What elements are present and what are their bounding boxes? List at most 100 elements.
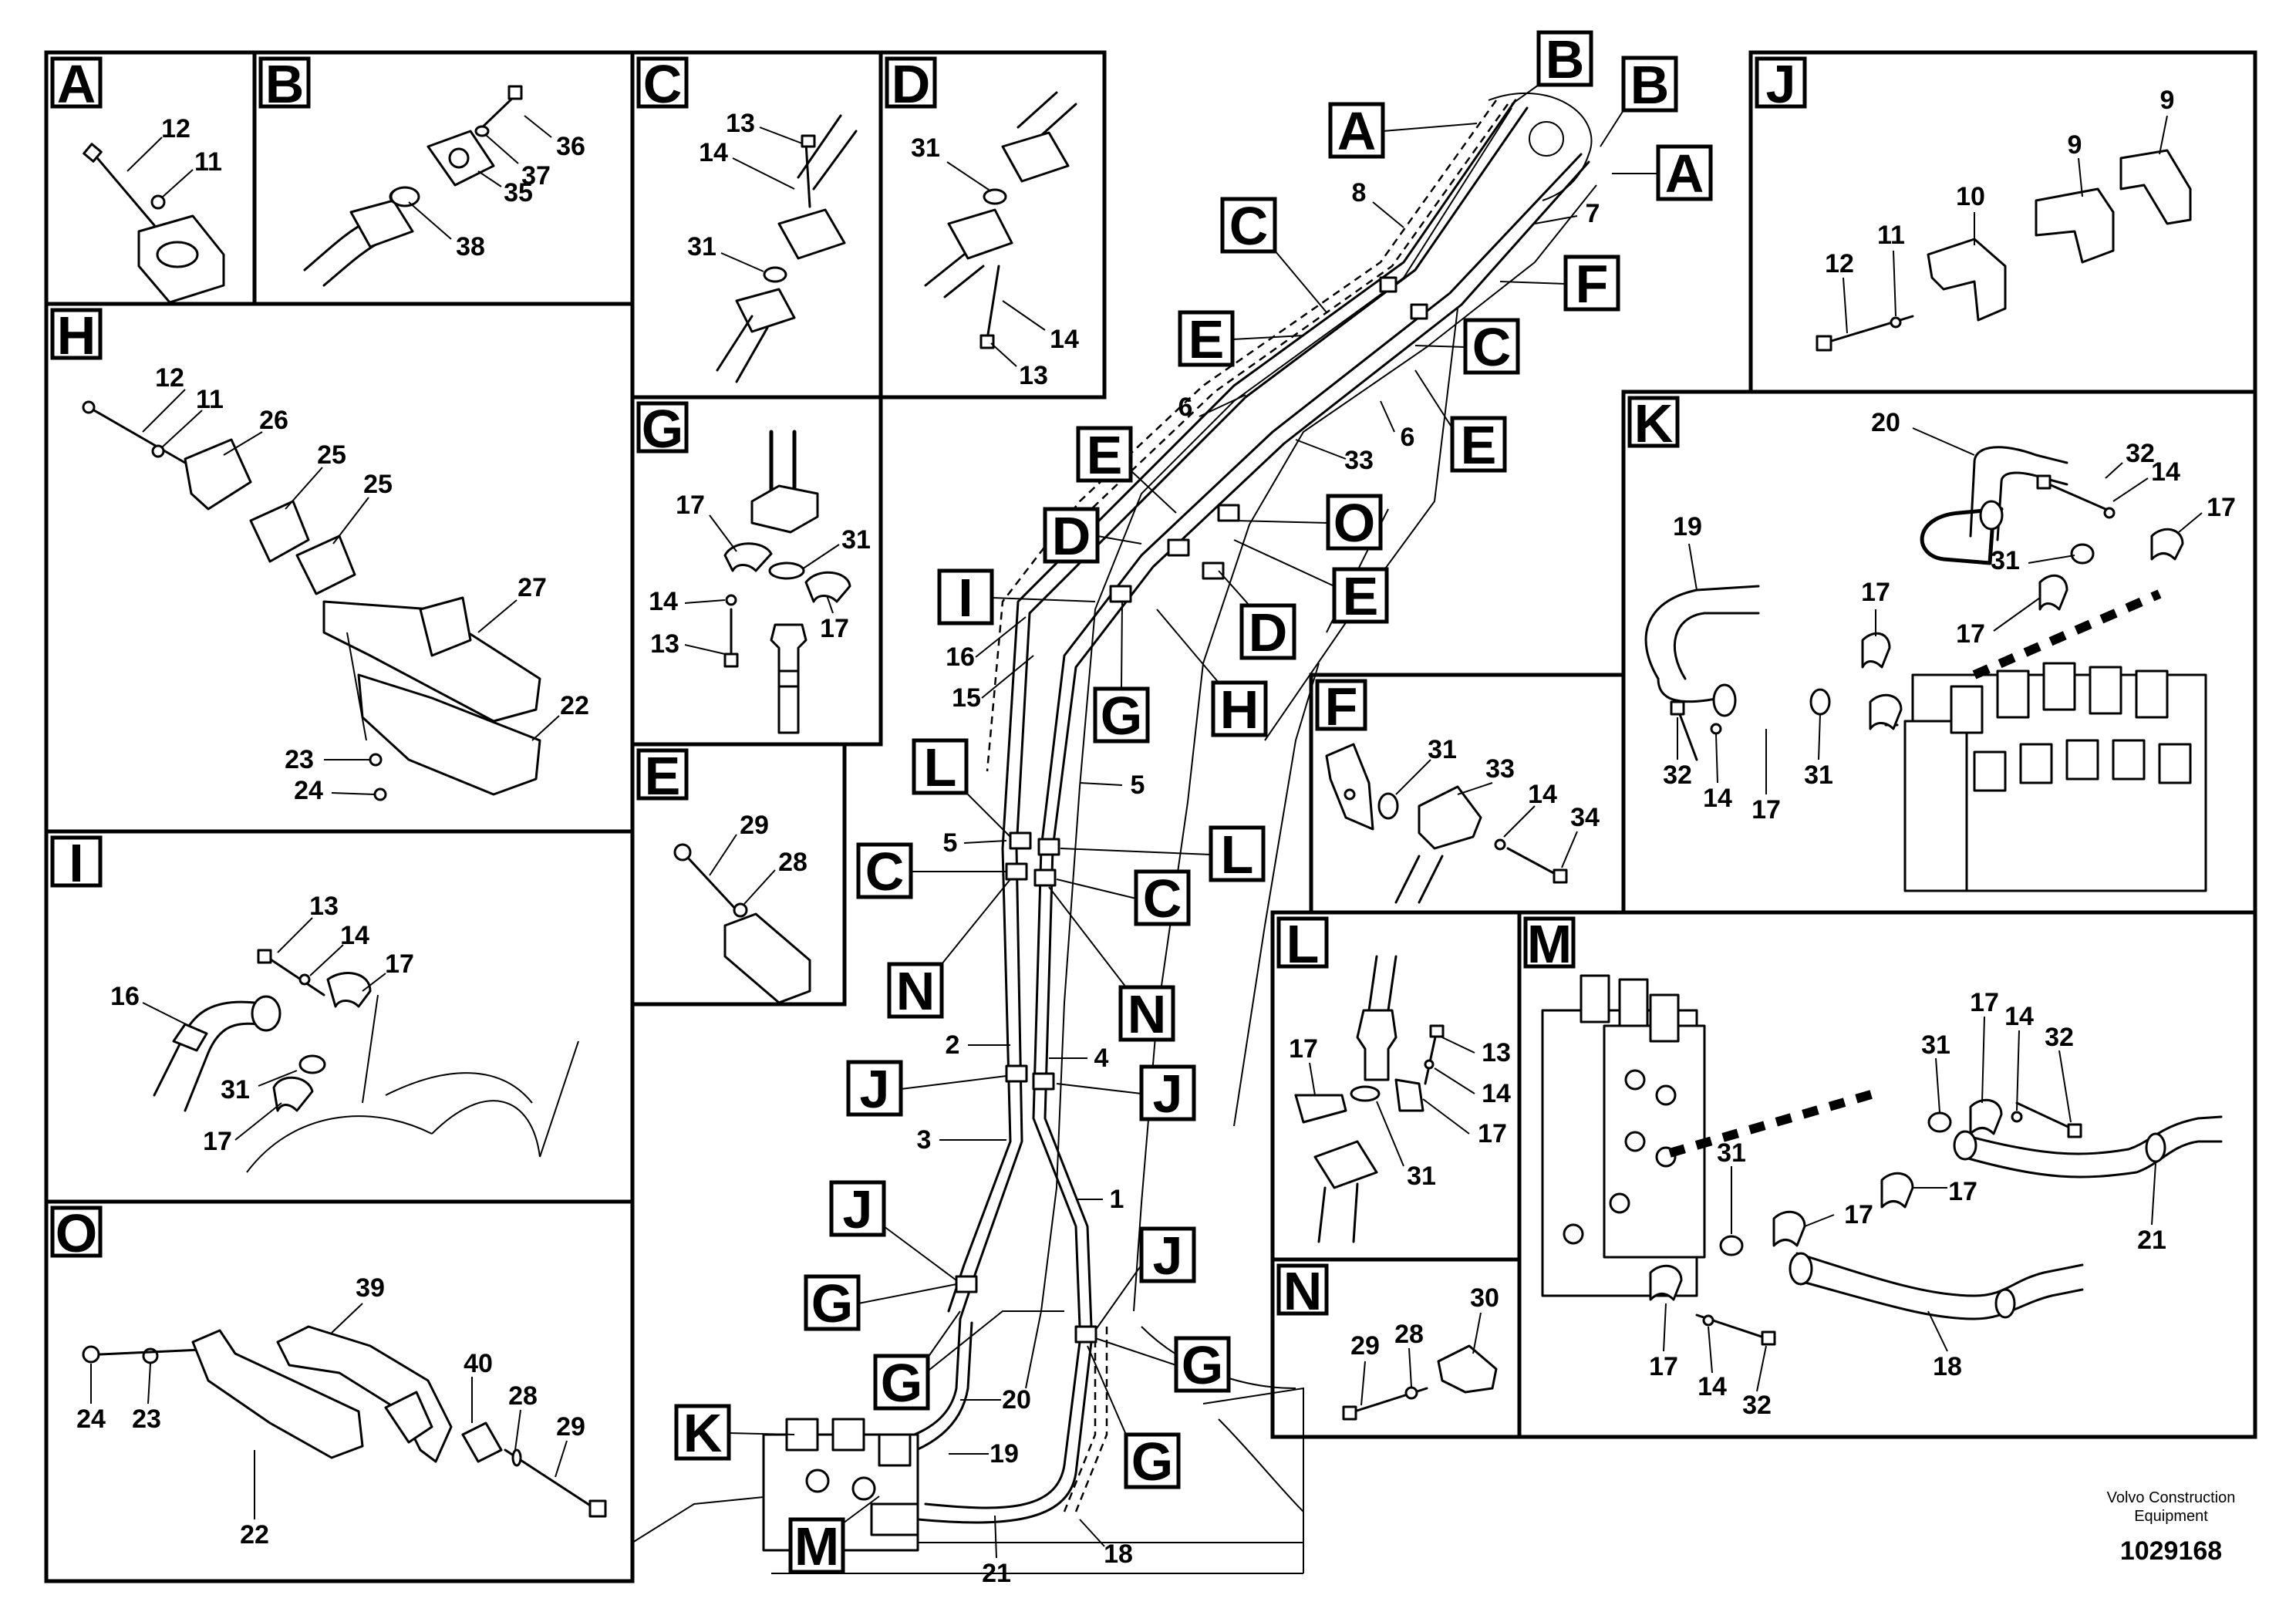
panel-b: B 36 37 35 38 (258, 54, 585, 287)
svg-text:M: M (794, 1516, 839, 1576)
svg-text:A: A (1665, 143, 1704, 204)
panel-g-letter: G (642, 399, 683, 459)
callout: L (912, 737, 1011, 838)
part-number: 17 (203, 1127, 232, 1156)
part-number: 7 (1586, 199, 1600, 228)
part-number: 8 (1352, 178, 1367, 207)
panel-h-letter: H (57, 305, 96, 366)
panel-c-letter: C (643, 54, 683, 114)
panel-e-letter: E (645, 746, 681, 806)
svg-text:G: G (1101, 686, 1142, 746)
part-number: 14 (1703, 784, 1732, 813)
manufacturer-name: Volvo Construction (2107, 1489, 2236, 1506)
panel-d-letter: D (892, 54, 931, 114)
part-number: 21 (982, 1559, 1011, 1588)
part-number: 23 (132, 1404, 161, 1434)
callout: O (1233, 493, 1383, 553)
part-number: 22 (560, 691, 589, 720)
callout: A (1612, 143, 1713, 204)
part-number: 29 (740, 811, 769, 840)
callout: M (788, 1496, 880, 1576)
part-number: 39 (356, 1273, 385, 1303)
part-number: 6 (1401, 423, 1415, 452)
part-number: 31 (1804, 760, 1833, 790)
part-number: 9 (2068, 130, 2082, 160)
panel-f-letter: F (1325, 676, 1358, 737)
panel-j: J 9 9 10 11 12 (1755, 54, 2192, 352)
svg-text:C: C (865, 841, 905, 902)
callout: I (937, 568, 1096, 628)
callout: E (1414, 369, 1507, 475)
svg-text:J: J (1153, 1226, 1183, 1286)
svg-text:G: G (811, 1273, 853, 1334)
part-number: 31 (1717, 1138, 1746, 1168)
callout: E (1076, 425, 1177, 514)
panel-l-letter: L (1286, 914, 1320, 974)
part-number: 14 (1698, 1372, 1727, 1401)
part-number: 2 (946, 1030, 960, 1060)
svg-text:J: J (843, 1179, 873, 1239)
part-number: 40 (464, 1349, 493, 1378)
part-number: 31 (1407, 1162, 1436, 1191)
part-number: 28 (508, 1381, 538, 1411)
callout: C (856, 841, 1006, 902)
svg-text:E: E (1343, 566, 1379, 626)
callout: D (1218, 570, 1296, 663)
part-number: 36 (556, 132, 585, 161)
main-view-part-numbers: 8 7 6 33 6 16 15 5 5 2 4 3 1 20 19 21 18 (917, 178, 1600, 1588)
part-number: 14 (699, 138, 728, 167)
part-number: 24 (76, 1404, 106, 1434)
callout: A (1328, 101, 1478, 161)
svg-text:J: J (1153, 1064, 1183, 1124)
footer: Volvo Construction Equipment 1029168 (2107, 1489, 2236, 1566)
panel-c: C 13 14 31 (636, 54, 858, 383)
part-number: 20 (1002, 1385, 1031, 1415)
svg-text:C: C (1143, 868, 1182, 929)
part-number: 17 (1956, 619, 1985, 649)
part-number: 11 (196, 385, 224, 414)
part-number: 19 (1673, 512, 1702, 541)
panel-k-letter: K (1634, 393, 1674, 454)
part-number: 3 (917, 1125, 932, 1155)
part-number: 18 (1933, 1352, 1962, 1381)
panel-m-letter: M (1527, 914, 1572, 974)
part-number: 33 (1485, 754, 1515, 784)
callout: C (1056, 868, 1191, 929)
panel-b-letter: B (265, 54, 305, 114)
part-number: 28 (1394, 1320, 1424, 1349)
part-number: 31 (1428, 735, 1457, 764)
part-number: 29 (1350, 1331, 1380, 1361)
part-number: 32 (1742, 1391, 1772, 1420)
callout: G (1093, 601, 1150, 746)
part-number: 17 (1752, 795, 1781, 824)
svg-text:L: L (1221, 824, 1254, 885)
callout: C (1220, 196, 1327, 313)
svg-text:G: G (1182, 1335, 1223, 1395)
part-number: 17 (1649, 1352, 1678, 1381)
callout: J (1094, 1226, 1196, 1331)
svg-text:E: E (1461, 415, 1497, 475)
part-number: 15 (952, 683, 981, 713)
part-number: 4 (1094, 1044, 1109, 1073)
part-number: 19 (990, 1439, 1019, 1469)
callout: H (1156, 609, 1268, 740)
part-number: 10 (1956, 182, 1985, 211)
part-number: 16 (110, 982, 140, 1011)
callout: E (1178, 309, 1304, 369)
panel-i: I 13 14 17 16 31 17 (50, 833, 579, 1173)
part-number: 20 (1871, 408, 1900, 437)
part-number: 5 (1131, 771, 1145, 800)
part-number: 32 (2126, 439, 2155, 468)
part-number: 14 (340, 921, 369, 950)
callout: E (1233, 539, 1389, 626)
part-number: 26 (259, 406, 288, 435)
callout: J (829, 1179, 957, 1281)
part-number: 32 (1663, 760, 1692, 790)
part-number: 17 (1861, 578, 1890, 607)
part-number: 31 (841, 525, 871, 555)
panel-l: L 17 13 14 17 31 (1276, 914, 1511, 1243)
callout: B (1600, 55, 1678, 147)
svg-text:N: N (1128, 984, 1167, 1044)
part-number: 25 (317, 440, 346, 470)
